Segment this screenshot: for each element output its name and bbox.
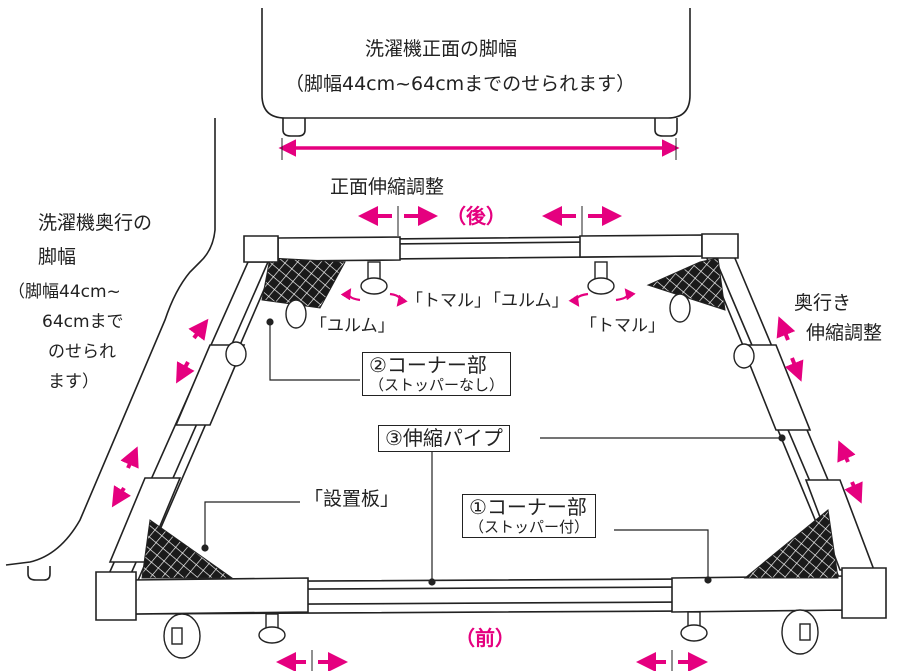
depth-adjust-label-2: 伸縮調整	[806, 322, 883, 344]
plate-label: 「設置板」	[304, 488, 400, 510]
corner2-title: ②コーナー部	[369, 353, 487, 377]
depth-adjust-label-1: 奥行き	[794, 292, 852, 314]
corner2-subtitle: （ストッパーなし）	[369, 376, 505, 394]
mesh-plate-front-left	[141, 519, 234, 579]
front-width-title: 洗濯機正面の脚幅	[365, 38, 518, 60]
depth-width-range-3: のせられ	[48, 342, 116, 362]
washer-front-outline	[261, 8, 691, 137]
leader-lines	[201, 318, 786, 586]
pipe3-callout: ③伸縮パイプ	[378, 425, 510, 452]
foot-release-label-left: 「ユルム」	[310, 316, 395, 336]
corner1-subtitle: （ストッパー付）	[469, 518, 590, 536]
mesh-plate-back-right	[646, 257, 726, 311]
corner1-title: ①コーナー部	[469, 495, 587, 519]
pipe-sleeves	[108, 234, 876, 615]
front-adjust-label: 正面伸縮調整	[330, 176, 445, 198]
depth-width-range-2: 64cmまで	[42, 312, 124, 332]
corner-blocks	[95, 233, 887, 621]
foot-lock-label-right: 「トマル」	[580, 316, 665, 336]
mesh-plate-back-left	[261, 257, 346, 309]
adjuster-feet	[258, 261, 708, 644]
depth-width-title-1: 洗濯機奥行の	[38, 212, 153, 234]
extension-arrows	[111, 206, 863, 671]
casters	[163, 293, 819, 659]
front-direction-label: （前）	[455, 626, 515, 650]
depth-width-title-2: 脚幅	[38, 246, 77, 268]
foot-release-label-mid: 「ユルム」	[484, 291, 569, 311]
washer-side-outline	[5, 118, 216, 581]
corner2-callout: ②コーナー部 （ストッパーなし）	[362, 352, 512, 396]
depth-width-range-1: （脚幅44cm~	[8, 282, 121, 302]
rotation-arrows	[340, 288, 636, 307]
depth-width-range-4: ます）	[48, 372, 99, 392]
front-width-range: （脚幅44cm~64cmまでのせられます）	[285, 73, 636, 95]
foot-lock-label-left: 「トマル」	[406, 291, 491, 311]
corner1-callout: ①コーナー部 （ストッパー付）	[462, 494, 597, 538]
back-direction-label: （後）	[446, 204, 506, 228]
mesh-plate-front-right	[743, 509, 839, 579]
pipe3-title: ③伸縮パイプ	[385, 426, 503, 450]
